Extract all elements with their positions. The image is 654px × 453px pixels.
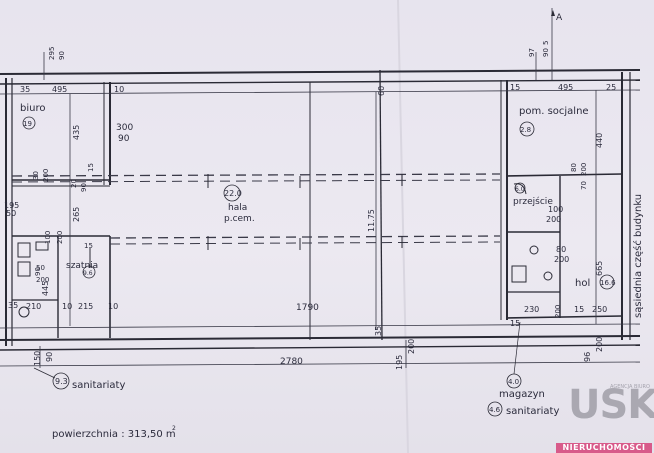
dim-200-h: 200: [407, 339, 416, 354]
dim-495-left: 495: [52, 85, 67, 94]
dim-495-right: 495: [558, 83, 573, 92]
dim-200-e: 200: [554, 255, 569, 264]
dim-2780: 2780: [280, 357, 303, 367]
room-sanitariaty2-number: 4.6: [489, 406, 501, 414]
area-label: powierzchnia : 313,50 m: [52, 429, 176, 440]
dim-200-f: 200: [36, 276, 49, 284]
outer-walls: [0, 69, 641, 351]
dim-20: 20: [70, 179, 78, 188]
room-socjalne-label: pom. socjalne: [519, 106, 589, 117]
fixtures: [17, 174, 553, 318]
dim-435: 435: [72, 125, 81, 140]
dim-90-left: 90: [80, 183, 88, 192]
dim-1790: 1790: [296, 303, 319, 313]
dim-35: 35: [20, 85, 30, 94]
paper-fold: [397, 0, 409, 453]
dim-35-c: 35: [374, 326, 383, 336]
room-hala-number: 22.0: [224, 189, 242, 198]
room-biuro-label: biuro: [20, 103, 45, 114]
dim-200-c: 200: [546, 215, 561, 224]
area-summary: powierzchnia : 313,50 m 2: [52, 425, 176, 440]
dimension-lines: [0, 8, 641, 368]
room-hala-floor: p.cem.: [224, 214, 255, 224]
room-sanitariaty1-label: sanitariaty: [72, 380, 125, 391]
dim-100-a: 100: [548, 205, 563, 214]
room-sanitariaty1-number: 9.3: [55, 377, 68, 386]
dim-25: 25: [606, 83, 616, 92]
dim-15-e: 15: [510, 319, 520, 328]
dim-15-left: 15: [87, 163, 95, 172]
room-hol-label: hol: [575, 278, 590, 289]
dim-200-a: 200: [580, 163, 588, 176]
room-hala-label: hala: [228, 203, 247, 213]
room-socjalne-number: 2.8: [520, 126, 531, 134]
usk-logo: USK AGENCJA BIURO NIERUCHOMOŚCI: [554, 382, 654, 453]
dim-210: 210: [26, 302, 41, 311]
dim-230: 230: [524, 305, 539, 314]
interior-walls: [12, 69, 623, 341]
dim-15-szatnia: 15: [84, 242, 93, 250]
dim-195-left: 195: [4, 201, 19, 210]
dim-10-top: 10: [114, 85, 124, 94]
dim-100-b: 100: [44, 231, 52, 244]
dim-265: 265: [72, 207, 81, 222]
dim-200-i: 200: [595, 337, 604, 352]
room-przejscie-label: przejście: [513, 196, 553, 207]
dim-90-szatnia: 90: [34, 267, 42, 276]
neighbouring-building-label: sąsiednia część budynku: [632, 194, 644, 318]
dim-30: 30: [32, 171, 40, 180]
room-biuro-number: 19: [23, 120, 32, 128]
dimension-numbers: 29 5 90 35 495 10 60 15 495 25 97 90 5 4…: [4, 41, 616, 370]
room-szatnia-label: szatnia: [66, 261, 98, 271]
dim-50-left: 50: [6, 209, 16, 218]
section-marker: A: [551, 10, 563, 23]
dim-90-door: 90: [118, 134, 130, 144]
dim-150: 150: [33, 351, 42, 366]
dim-50-b: 50: [36, 264, 45, 272]
dim-97: 97: [528, 48, 536, 57]
dim-70: 70: [580, 181, 588, 190]
room-szatnia-number: 9.6: [83, 270, 93, 277]
dim-35-bottom: 35: [8, 301, 18, 310]
dim-15-top: 15: [510, 83, 520, 92]
logo-tagline: NIERUCHOMOŚCI: [556, 443, 652, 453]
logo-small-text: AGENCJA BIURO: [610, 384, 650, 390]
dim-440: 440: [595, 133, 604, 148]
dim-215: 215: [78, 302, 93, 311]
dim-5-top-right: 5: [542, 41, 550, 45]
room-labels: biuro 19 22.0 hala p.cem. pom. socjalne …: [20, 103, 644, 417]
dim-top-left-5: 5: [48, 47, 56, 51]
dim-90-bottom: 90: [45, 352, 54, 362]
dim-80-b: 80: [556, 245, 566, 254]
dim-10-b: 10: [62, 302, 72, 311]
dim-15-d: 15: [574, 305, 584, 314]
dim-665: 665: [595, 261, 604, 276]
dim-1175: 11.75: [367, 209, 376, 232]
dim-195-bottom: 195: [395, 355, 404, 370]
logo-brand: USK: [568, 382, 654, 428]
dim-90-top-right: 90: [542, 48, 550, 57]
dim-250: 250: [592, 305, 607, 314]
room-sanitariaty2-label: sanitariaty: [506, 406, 559, 417]
section-marker-label: A: [556, 13, 563, 23]
dim-top-left-90: 90: [58, 51, 66, 60]
room-magazyn-label: magazyn: [499, 389, 545, 400]
room-magazyn-number: 4.0: [508, 378, 519, 386]
dim-200-b: 200: [42, 169, 50, 182]
crane-rails: [11, 173, 501, 245]
dim-445: 445: [41, 281, 50, 296]
dim-top-left-29: 29: [48, 51, 56, 60]
dim-96: 96: [583, 352, 592, 362]
dim-200-g: 200: [554, 305, 562, 318]
dim-200-d: 200: [56, 231, 64, 244]
room-hol-number: 16.6: [600, 279, 616, 287]
area-unit-superscript: 2: [172, 425, 176, 432]
dim-80: 80: [570, 163, 578, 172]
dim-60: 60: [377, 86, 386, 96]
dim-300: 300: [116, 123, 133, 133]
dim-10-c: 10: [108, 302, 118, 311]
room-przejscie-number: 6.0: [515, 186, 525, 193]
